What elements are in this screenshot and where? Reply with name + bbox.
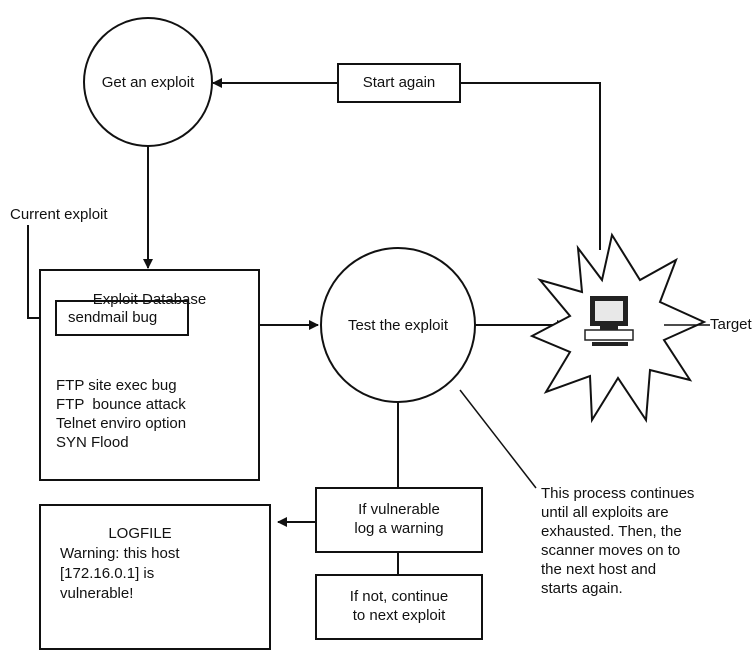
note-line: This process continues [541, 485, 695, 502]
logfile-line: Warning: this host [60, 545, 180, 562]
database-item: SYN Flood [56, 434, 129, 451]
continue-label-line: If not, continue [349, 588, 449, 605]
note-line: scanner moves on to [541, 542, 681, 559]
database-item: FTP site exec bug [56, 377, 177, 394]
logfile-line: [172.16.0.1] is [60, 565, 155, 582]
loop-back-line [460, 82, 601, 250]
target-label: Target [710, 316, 752, 333]
continue-label-line: to next exploit [352, 607, 446, 624]
test-exploit-label: Test the exploit [347, 317, 449, 334]
get-exploit-label: Get an exploit [101, 74, 195, 91]
continue-box [315, 574, 483, 640]
database-selected-item: sendmail bug [68, 309, 158, 326]
vulnerable-box [315, 487, 483, 553]
computer-icon [584, 296, 634, 346]
vulnerable-label-line: If vulnerable [358, 501, 440, 518]
note-line: starts again. [541, 580, 623, 597]
database-item: FTP bounce attack [56, 396, 186, 413]
note-line: exhausted. Then, the [541, 523, 682, 540]
start-again-label: Start again [362, 74, 436, 91]
note-line: the next host and [541, 561, 657, 578]
database-item: Telnet enviro option [56, 415, 187, 432]
note-pointer [459, 389, 537, 489]
logfile-line: vulnerable! [60, 585, 134, 602]
database-title: Exploit Database [92, 291, 207, 308]
logfile-title: LOGFILE [108, 525, 172, 542]
vulnerable-label-line: log a warning [354, 520, 444, 537]
note-line: until all exploits are [541, 504, 669, 521]
logfile-box [39, 504, 271, 650]
sendmail-box [55, 300, 189, 336]
current-exploit-label: Current exploit [10, 206, 108, 223]
start-again-box [337, 63, 461, 103]
